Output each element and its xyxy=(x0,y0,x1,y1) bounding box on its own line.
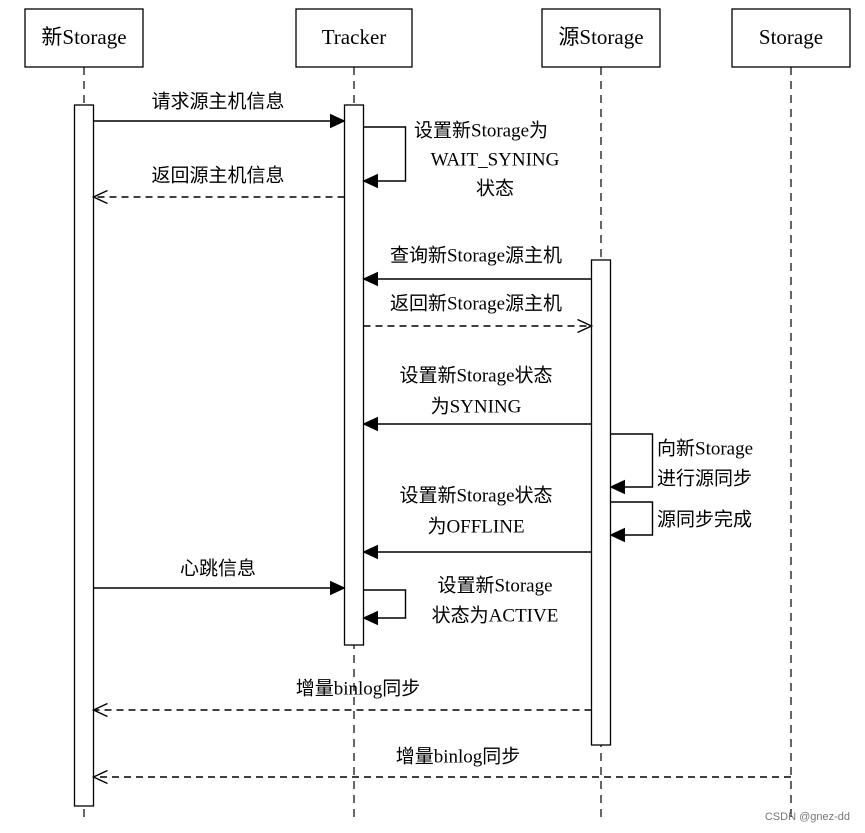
message-m11: 设置新Storage 状态为ACTIVE xyxy=(362,574,559,626)
message-label: 增量binlog同步 xyxy=(296,677,421,699)
message-label: 返回源主机信息 xyxy=(151,164,284,186)
arrow-head xyxy=(91,702,108,718)
message-label: 为SYNING xyxy=(431,395,522,417)
message-m5: 返回新Storage源主机 xyxy=(363,292,594,334)
participant-src-storage: 源Storage xyxy=(541,8,661,68)
arrow-head xyxy=(91,189,108,205)
self-message-path xyxy=(610,433,654,488)
message-label: 为OFFLINE xyxy=(427,515,524,537)
self-message-path xyxy=(610,501,654,536)
message-label: 设置新Storage状态 xyxy=(399,484,552,506)
participant-tracker: Tracker xyxy=(295,8,413,68)
arrow-head xyxy=(362,610,378,626)
participant-label: 新Storage xyxy=(41,25,126,49)
participant-label: Tracker xyxy=(322,25,387,49)
self-message-path xyxy=(363,589,407,619)
activation-bars xyxy=(73,104,612,807)
message-label: 增量binlog同步 xyxy=(396,745,521,767)
arrow-head xyxy=(91,769,108,785)
arrow-head xyxy=(362,173,378,189)
message-label: 状态为ACTIVE xyxy=(432,604,559,626)
activation-bar-tracker xyxy=(343,104,365,646)
message-m2: 设置新Storage为 WAIT_SYNING 状态 xyxy=(362,119,560,199)
message-m3: 返回源主机信息 xyxy=(91,164,345,205)
activation-bar-new-storage xyxy=(73,104,95,807)
message-label: 向新Storage xyxy=(657,437,753,459)
message-m7: 向新Storage 进行源同步 xyxy=(609,433,753,495)
participant-label: 源Storage xyxy=(558,25,643,49)
arrow-head xyxy=(362,544,378,560)
message-m10: 心跳信息 xyxy=(93,557,346,596)
message-label: 设置新Storage为 xyxy=(414,119,548,141)
message-label: 请求源主机信息 xyxy=(151,90,284,112)
message-m12: 增量binlog同步 xyxy=(91,677,592,718)
participant-box xyxy=(24,8,144,68)
message-m1: 请求源主机信息 xyxy=(93,90,346,129)
message-m4: 查询新Storage源主机 xyxy=(362,244,592,287)
participant-box xyxy=(731,8,851,68)
activation-bar-src-storage xyxy=(590,259,612,746)
message-label: 心跳信息 xyxy=(180,557,256,579)
message-label: 进行源同步 xyxy=(657,467,752,489)
arrow-head xyxy=(609,527,625,543)
self-message-path xyxy=(363,126,407,182)
arrow-head xyxy=(609,479,625,495)
arrow-head xyxy=(362,271,378,287)
message-label: 返回新Storage源主机 xyxy=(390,292,562,314)
arrow-head xyxy=(362,416,378,432)
message-label: 源同步完成 xyxy=(657,508,752,530)
participant-label: Storage xyxy=(759,25,823,49)
participants: 新Storage Tracker 源Storage Storage xyxy=(24,8,851,68)
watermark-text: CSDN @gnez-dd xyxy=(765,811,850,823)
participant-new-storage: 新Storage xyxy=(24,8,144,68)
message-label: 设置新Storage状态 xyxy=(399,364,552,386)
message-label: 查询新Storage源主机 xyxy=(390,244,562,266)
arrow-head xyxy=(330,580,346,596)
participant-storage: Storage xyxy=(731,8,851,68)
arrow-head xyxy=(330,113,346,129)
message-label: 状态 xyxy=(476,177,514,199)
message-label: WAIT_SYNING xyxy=(431,149,560,170)
message-label: 设置新Storage xyxy=(437,574,552,596)
participant-box xyxy=(541,8,661,68)
participant-box xyxy=(295,8,413,68)
message-m13: 增量binlog同步 xyxy=(91,745,791,785)
message-m8: 源同步完成 xyxy=(609,501,752,543)
arrow-head xyxy=(577,318,594,334)
